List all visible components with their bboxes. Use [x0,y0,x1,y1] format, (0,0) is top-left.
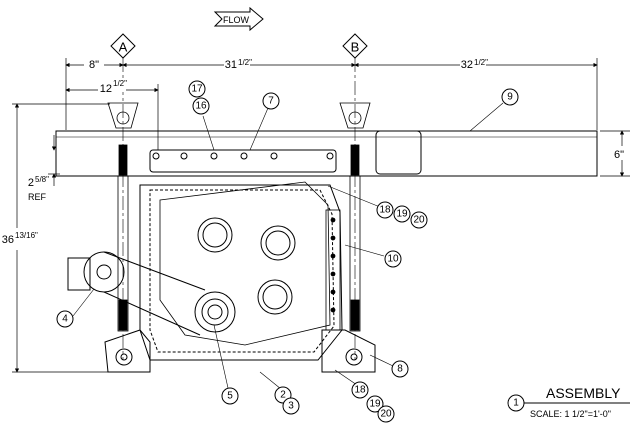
section-marker-a: A [110,33,136,59]
callout-5: 5 [221,387,239,405]
callout-17-label: 17 [191,84,203,95]
dim-32-frac: 1/2" [474,58,488,67]
title-label: ASSEMBLY [546,385,621,401]
callout-18a-label: 18 [379,205,391,216]
centerlines [122,58,356,360]
dim-31-frac: 1/2" [238,58,252,67]
dim-2-frac: 5/8" [35,175,49,184]
callout-17: 17 [188,80,206,98]
dim-2-line [48,135,60,186]
bolt-strip [325,209,341,331]
callout-10: 10 [384,250,402,268]
callout-8-label: 8 [397,364,403,375]
title-number: 1 [513,398,519,409]
callout-3: 3 [282,397,300,415]
callout-19b: 19 [366,395,384,413]
bottom-bracket-left [104,329,151,373]
dim-12-line [65,84,159,150]
callout-9-label: 9 [507,92,513,103]
callout-2-label: 2 [280,390,286,401]
trough-channel [55,130,598,177]
dim-36: 36 [2,234,14,246]
callout-18a: 18 [376,201,394,219]
top-mounting-plate [149,149,337,173]
callout-18b-label: 18 [354,385,366,396]
section-marker-b-label: B [351,40,360,55]
title-block: 1 ASSEMBLY SCALE: 1 1/2"=1'-0" [507,385,630,419]
callout-8: 8 [391,360,409,378]
callout-7: 7 [262,92,280,110]
hanger-a [107,102,139,332]
gearbox-housing [139,181,343,361]
callout-16: 16 [192,97,210,115]
callout-3-label: 3 [288,401,294,412]
callout-7-label: 7 [268,96,274,107]
callout-20a: 20 [410,211,428,229]
flow-arrow: FLOW [213,6,264,32]
callout-20b: 20 [377,405,395,423]
callout-19a-label: 19 [396,209,408,220]
scale-label: SCALE: 1 1/2"=1'-0" [530,409,611,419]
hanger-b [339,102,371,332]
callout-18b: 18 [351,381,369,399]
callout-4: 4 [56,310,74,328]
section-marker-a-label: A [119,40,128,55]
callout-20b-label: 20 [380,409,392,420]
section-marker-b: B [342,33,368,59]
leader-lines [72,102,504,390]
callout-10-label: 10 [387,254,399,265]
callout-19a: 19 [393,205,411,223]
callout-9: 9 [501,88,519,106]
callout-5-label: 5 [227,391,233,402]
dim-31: 31 [225,59,237,71]
dim-32: 32 [461,59,473,71]
bottom-bracket-right [321,329,376,373]
callout-19b-label: 19 [369,399,381,410]
callout-20a-label: 20 [413,215,425,226]
dim-2: 2 [28,177,34,189]
dim-ref: REF [28,192,47,202]
belt-drive [67,251,206,336]
dim-6: 6" [614,149,624,161]
dim-12-frac: 1/2" [113,79,127,88]
dim-12: 12 [100,83,112,95]
dim-8: 8" [89,59,99,71]
dim-36-frac: 13/16" [15,231,38,240]
flow-label: FLOW [223,15,250,25]
callout-4-label: 4 [62,314,68,325]
callout-16-label: 16 [195,101,207,112]
